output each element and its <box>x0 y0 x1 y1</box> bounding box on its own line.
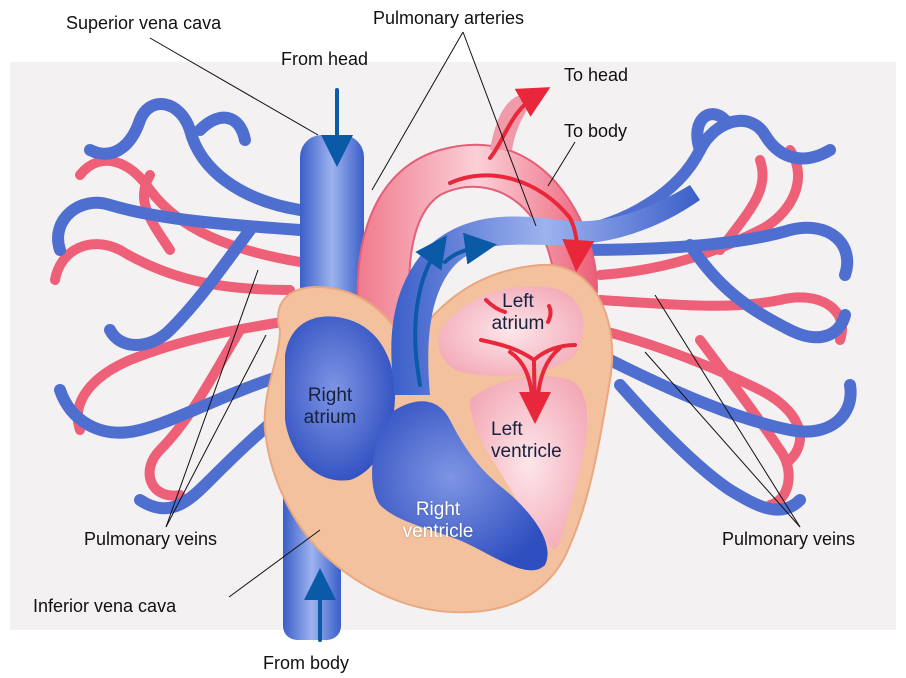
left-ventricle-label-line2: ventricle <box>491 442 562 461</box>
to-body-label: To body <box>564 122 627 140</box>
left-atrium-label: Left atrium <box>488 292 548 333</box>
from-head-label: From head <box>281 50 368 68</box>
inferior-vena-cava-label: Inferior vena cava <box>33 597 176 615</box>
to-head-label: To head <box>564 66 628 84</box>
right-atrium-label-line1: Right <box>298 386 362 405</box>
right-atrium-label-line2: atrium <box>298 408 362 427</box>
from-body-label: From body <box>263 654 349 672</box>
right-atrium-label: Right atrium <box>298 386 362 427</box>
left-atrium-label-line1: Left <box>488 292 548 311</box>
pulmonary-arteries-label: Pulmonary arteries <box>373 9 524 27</box>
right-ventricle-label-line2: ventricle <box>392 522 484 541</box>
right-ventricle-label: Right ventricle <box>392 500 484 541</box>
pulmonary-veins-left-label: Pulmonary veins <box>84 530 217 548</box>
left-ventricle-label-line1: Left <box>491 420 562 439</box>
left-atrium-label-line2: atrium <box>488 314 548 333</box>
right-ventricle-label-line1: Right <box>392 500 484 519</box>
pulmonary-veins-right-label: Pulmonary veins <box>722 530 855 548</box>
superior-vena-cava-label: Superior vena cava <box>66 14 221 32</box>
left-ventricle-label: Left ventricle <box>491 420 562 461</box>
